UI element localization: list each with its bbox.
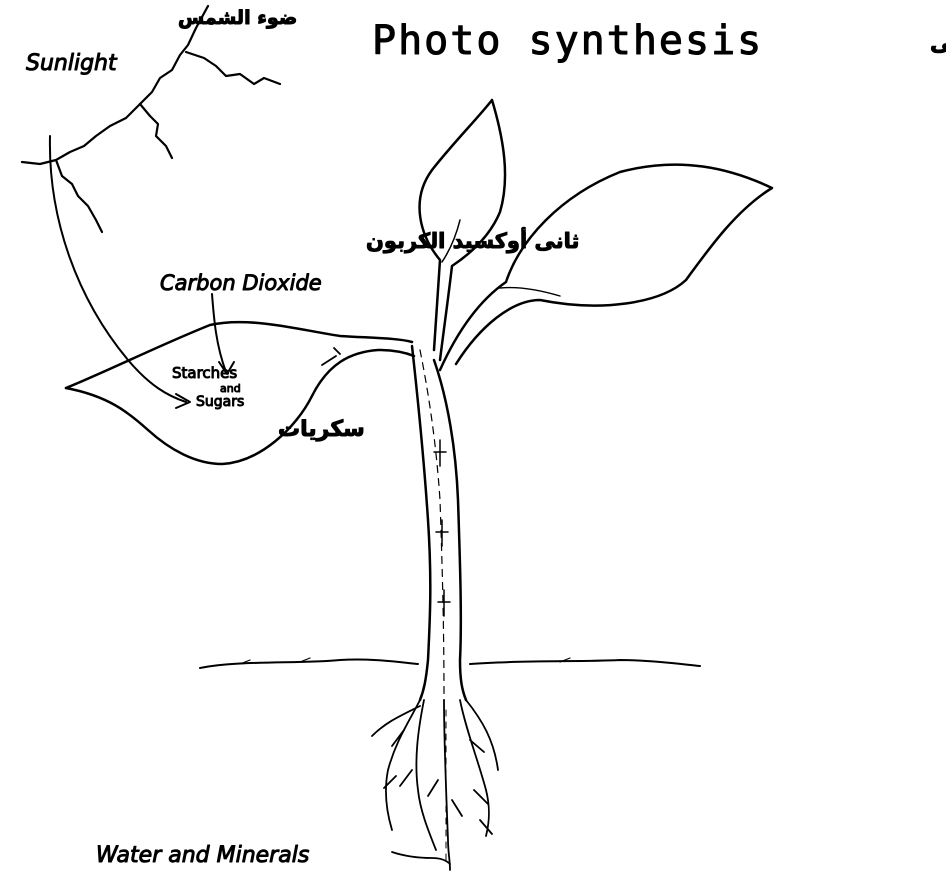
- sugars-label: Sugars: [196, 394, 244, 410]
- upper-right-leaf: [440, 165, 772, 370]
- stem: [412, 346, 466, 700]
- sugars-label-arabic: سكريات: [278, 417, 365, 442]
- title-english: Photo synthesis: [372, 18, 763, 64]
- sunlight-label-arabic: ضوء الشمس: [178, 7, 297, 29]
- starches-label: Starches: [172, 364, 237, 382]
- co2-label-english: Carbon Dioxide: [160, 271, 322, 295]
- sunlight-rays: [22, 6, 280, 232]
- sunlight-label-english: Sunlight: [26, 51, 118, 76]
- roots: [372, 700, 498, 870]
- title-arabic: البناء الضوئى: [930, 31, 946, 56]
- co2-label-arabic: ثانى أوكسيد الكربون: [366, 226, 579, 253]
- water-pointer: [392, 852, 450, 864]
- ground-line: [200, 658, 700, 668]
- water-minerals-label: Water and Minerals: [96, 843, 309, 868]
- co2-arrow: [212, 294, 234, 374]
